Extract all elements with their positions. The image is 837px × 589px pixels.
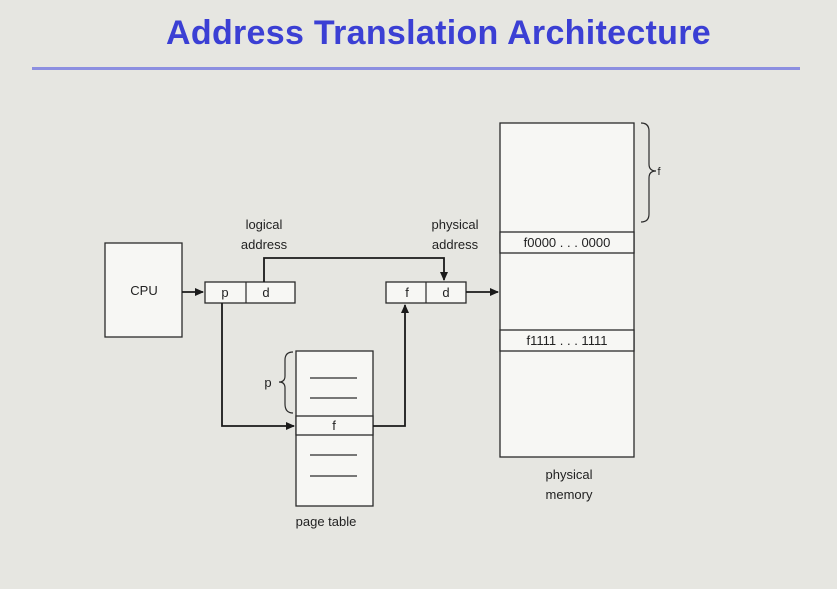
frame-f-brace <box>640 122 657 223</box>
cpu-block: CPU <box>104 242 183 338</box>
page-table-label: page table <box>296 514 357 529</box>
physical-memory-label-2: memory <box>546 487 593 502</box>
page-table-p-brace <box>278 351 294 414</box>
frame-number-arrow <box>373 304 409 427</box>
page-table-f-entry: f <box>332 418 336 433</box>
cpu-label: CPU <box>130 283 157 298</box>
logical-p-field: p <box>221 285 228 300</box>
logical-address-label-1: logical <box>246 217 283 232</box>
page-table: f <box>295 350 374 507</box>
physical-address-label-2: address <box>432 237 479 252</box>
physical-address-label-1: physical <box>432 217 479 232</box>
physical-address-register: f d <box>385 281 467 304</box>
offset-passthrough-arrow <box>263 257 448 282</box>
logical-d-field: d <box>262 285 269 300</box>
physical-memory: f0000 . . . 0000 f1111 . . . 1111 <box>499 122 635 458</box>
physical-d-field: d <box>442 285 449 300</box>
logical-address-register: p d <box>204 281 296 304</box>
physical-f-field: f <box>405 285 409 300</box>
physical-memory-label-1: physical <box>546 467 593 482</box>
logical-address-label-2: address <box>241 237 288 252</box>
frame-end-address: f1111 . . . 1111 <box>527 333 608 348</box>
title-rule <box>32 67 800 70</box>
slide-title: Address Translation Architecture <box>166 14 711 52</box>
frame-f-label: f <box>657 166 661 178</box>
frame-start-address: f0000 . . . 0000 <box>524 235 611 250</box>
page-table-p-label: p <box>264 375 271 390</box>
page-number-to-table-arrow <box>221 303 295 430</box>
